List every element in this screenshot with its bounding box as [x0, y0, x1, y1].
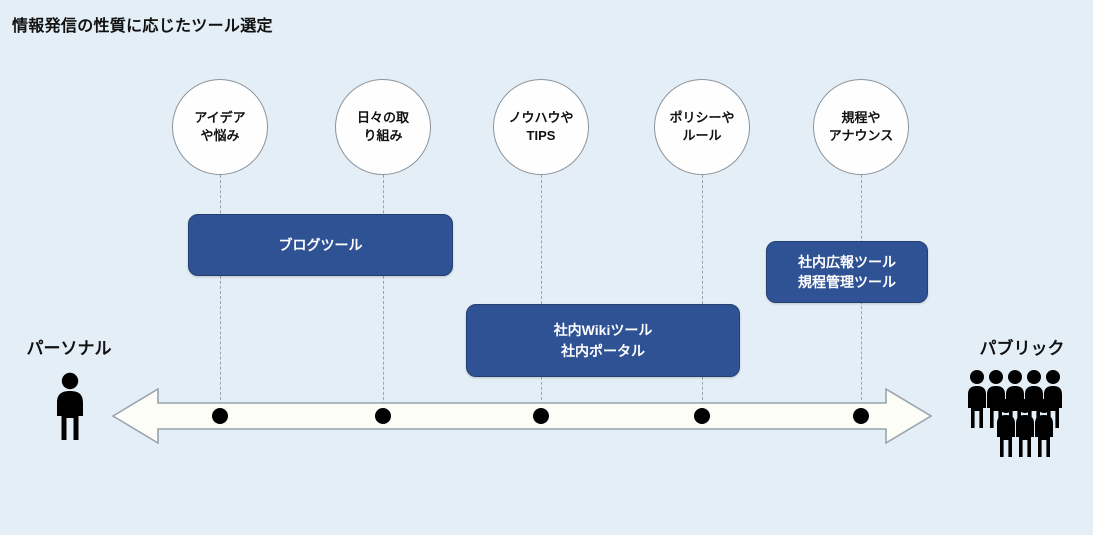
- spectrum-arrow: [112, 386, 932, 446]
- axis-dot-rules: [853, 408, 869, 424]
- category-circle-policy-line2: ルール: [682, 128, 722, 143]
- tool-box-pr-regulation-line1: 社内広報ツール: [798, 253, 896, 270]
- category-circle-rules-line2: アナウンス: [828, 128, 894, 143]
- connector-line-knowhow: [541, 175, 542, 415]
- category-circle-knowhow-line1: ノウハウや: [508, 110, 574, 126]
- tool-box-blog-line1: ブログツール: [278, 236, 363, 253]
- category-circle-policy[interactable]: ポリシーや ルール: [654, 79, 750, 175]
- crowd-of-people-icon: [966, 368, 1078, 458]
- axis-dot-policy: [694, 408, 710, 424]
- tool-box-blog[interactable]: ブログツール: [188, 214, 453, 276]
- axis-left-label: パーソナル: [26, 339, 112, 358]
- category-circle-idea[interactable]: アイデア や悩み: [172, 79, 268, 175]
- category-circle-idea-line2: や悩み: [200, 128, 240, 143]
- axis-dot-knowhow: [533, 408, 549, 424]
- category-circle-knowhow[interactable]: ノウハウや TIPS: [493, 79, 589, 175]
- category-circle-knowhow-line2: TIPS: [526, 128, 556, 143]
- page-title: 情報発信の性質に応じたツール選定: [12, 18, 273, 35]
- category-circle-daily[interactable]: 日々の取 り組み: [335, 79, 431, 175]
- tool-box-pr-regulation[interactable]: 社内広報ツール 規程管理ツール: [766, 241, 928, 303]
- category-circle-daily-line1: 日々の取: [356, 110, 409, 126]
- category-circle-daily-line2: り組み: [363, 128, 403, 143]
- double-arrow-shape: [112, 387, 932, 445]
- axis-dot-idea: [212, 408, 228, 424]
- category-circle-policy-line1: ポリシーや: [669, 110, 735, 126]
- tool-box-wiki-portal-line2: 社内ポータル: [561, 342, 645, 359]
- axis-dot-daily: [375, 408, 391, 424]
- category-circle-rules-line1: 規程や: [841, 110, 881, 126]
- tool-box-wiki-portal[interactable]: 社内Wikiツール 社内ポータル: [466, 304, 740, 377]
- tool-box-wiki-portal-line1: 社内Wikiツール: [553, 322, 653, 339]
- connector-line-daily: [383, 175, 384, 415]
- axis-right-label: パブリック: [979, 339, 1065, 358]
- connector-line-policy: [702, 175, 703, 415]
- category-circle-idea-line1: アイデア: [194, 110, 246, 126]
- tool-box-pr-regulation-line2: 規程管理ツール: [798, 274, 896, 290]
- connector-line-idea: [220, 175, 221, 415]
- single-person-icon: [52, 372, 88, 440]
- category-circle-rules[interactable]: 規程や アナウンス: [813, 79, 909, 175]
